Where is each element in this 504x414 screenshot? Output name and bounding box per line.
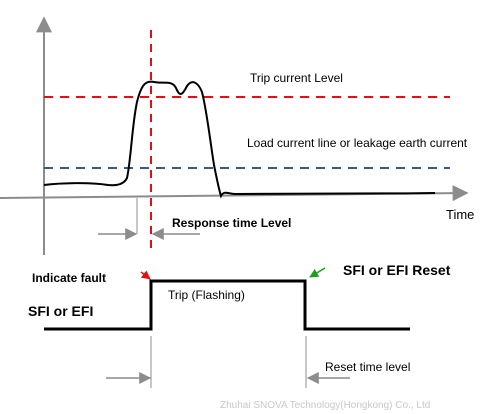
fault-current-waveform: [43, 80, 436, 199]
load-current-label: Load current line or leakage earth curre…: [247, 136, 468, 150]
sfi-efi-label: SFI or EFI: [28, 303, 93, 319]
watermark: Zhuhai SNOVA Technology(Hongkong) Co., L…: [220, 400, 430, 411]
indicate-fault-label: Indicate fault: [32, 271, 106, 285]
response-time-label: Response time Level: [172, 216, 291, 230]
reset-time-label: Reset time level: [325, 360, 410, 374]
trip-flashing-label: Trip (Flashing): [168, 288, 245, 302]
indicator-signal: [44, 279, 410, 331]
trip-current-label: Trip current Level: [250, 71, 343, 85]
sfi-efi-reset-label: SFI or EFI Reset: [343, 262, 451, 278]
reset-arrow: [309, 267, 326, 278]
indicate-fault-arrow: [140, 270, 151, 280]
time-axis-label: Time: [446, 207, 474, 222]
